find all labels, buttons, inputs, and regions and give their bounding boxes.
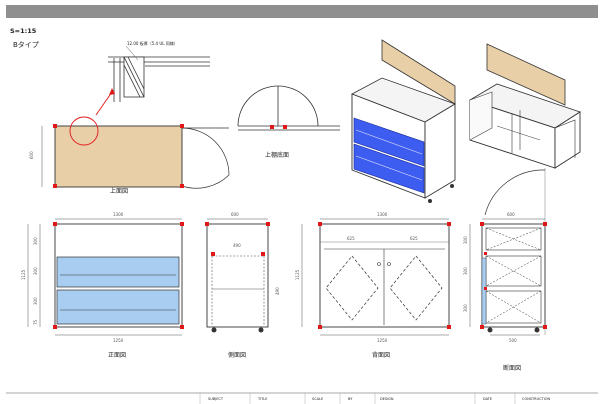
callout-arrow [95,91,113,116]
tb-date: DATE [483,397,492,401]
scale-label: S=1:15 [10,27,37,35]
dim-front-v2: 300 [33,267,38,275]
header-bar [0,0,600,24]
dim-section-h3: 300 [463,304,468,312]
label-section-view: 断面図 [503,364,521,372]
dim-top-depth: 600 [29,151,34,159]
dim-front-height: 1125 [21,269,26,280]
label-front-view: 正面図 [108,352,126,359]
dim-back-inner: 1250 [377,338,388,343]
dim-section-inner: 500 [509,338,517,343]
dim-back-height: 1125 [295,269,300,280]
dim-back-right: 625 [410,236,418,241]
label-top-view: 上面図 [110,187,128,195]
side-view [205,218,270,333]
shelf-bottom-view [237,85,340,131]
dim-front-width: 1300 [113,212,124,217]
dim-side-width: 600 [231,212,239,217]
dim-front-inner: 1250 [113,338,124,343]
dim-section-h2: 300 [463,267,468,275]
corner-detail [108,56,210,102]
detail-note: 12.00 板厚（5.4 UL 同様） [127,40,178,46]
tb-by: BY [348,397,353,401]
detail-leader [125,45,139,61]
front-view [27,218,184,336]
iso-view-front [351,39,456,203]
dim-back-width: 1300 [377,212,388,217]
dim-side-inner: 490 [233,243,241,248]
section-view [469,168,547,336]
dim-back-left: 625 [347,236,355,241]
iso-view-back [469,43,581,169]
label-side-view: 側面図 [228,351,246,359]
label-back-view: 背面図 [372,351,390,359]
type-label: Bタイプ [13,40,39,49]
back-view [301,218,451,336]
tb-subject: SUBJECT [208,397,224,401]
dim-section-h1: 300 [463,236,468,244]
dim-front-v4: 75 [33,319,38,325]
callout-arrowhead [109,88,115,95]
title-block [6,392,598,404]
dim-side-v: 490 [275,287,280,295]
tb-scale: SCALE [312,397,323,401]
dim-front-v1: 300 [33,237,38,245]
label-shelf-bottom: 上棚底面 [265,151,289,159]
tb-construction: CONSTRUCTION [522,397,551,401]
dim-section-width: 600 [507,212,515,217]
tb-title: TITLE [257,397,267,401]
top-view [41,116,230,189]
tb-design: DESIGN [380,397,394,401]
header-strip [6,5,598,18]
dim-front-v3: 300 [33,297,38,305]
